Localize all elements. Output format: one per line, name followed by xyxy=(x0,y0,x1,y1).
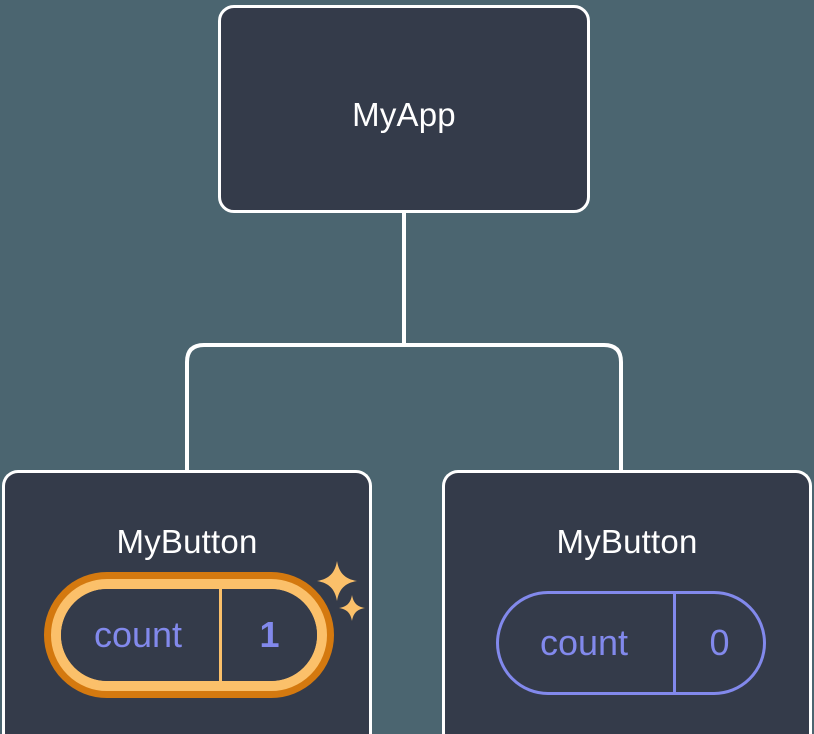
state-value-label: 0 xyxy=(673,594,763,692)
connector-branch-bus xyxy=(185,343,623,470)
highlight-ring-inner xyxy=(51,579,327,691)
node-title: MyButton xyxy=(556,523,698,560)
highlight-ring-outer xyxy=(44,572,334,698)
node-title: MyApp xyxy=(352,96,456,133)
node-mybutton-right[interactable]: MyButton count 0 xyxy=(442,470,812,734)
node-myapp[interactable]: MyApp xyxy=(218,5,590,213)
node-title: MyButton xyxy=(116,523,258,560)
sparkle-small-icon xyxy=(339,595,365,621)
state-pill[interactable]: count 0 xyxy=(496,591,766,695)
state-key-label: count xyxy=(93,614,183,655)
state-value-label: 1 xyxy=(219,589,317,681)
state-pill-body: count 1 xyxy=(61,589,317,681)
state-key-label: count xyxy=(539,622,629,663)
state-pill-highlighted[interactable]: count 1 xyxy=(44,572,334,698)
sparkle-large-icon xyxy=(317,561,357,601)
